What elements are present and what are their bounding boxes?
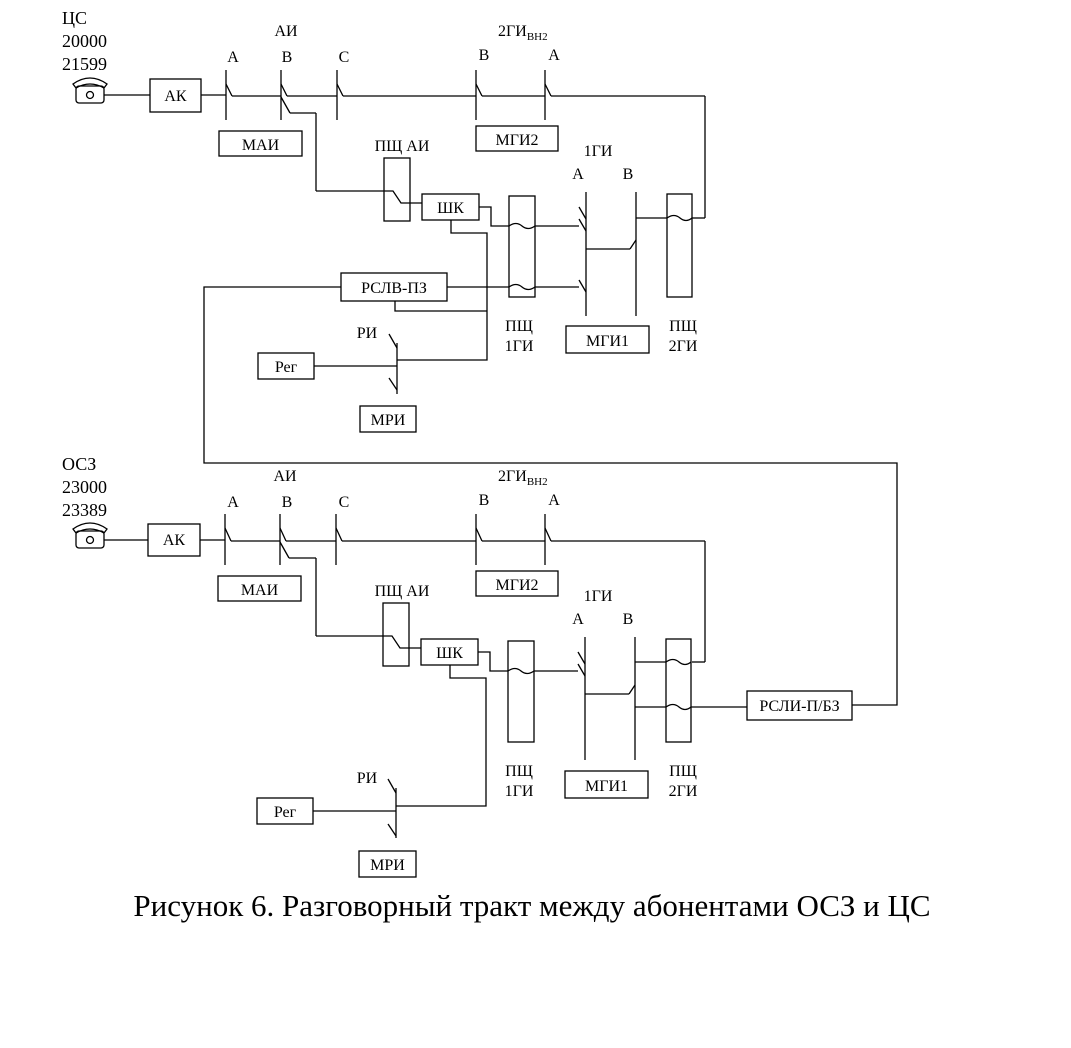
ri-label: РИ (357, 325, 378, 342)
pshch-1gi-label-2: 1ГИ (505, 783, 534, 800)
reg-label: Рег (275, 359, 298, 376)
mai-box (217, 575, 302, 602)
gi2-title: 2ГИВН2 (498, 468, 548, 488)
pshch-1gi-label-1: ПЩ (505, 763, 533, 780)
pshch-1gi-box (507, 640, 535, 743)
pshch-ai-label: ПЩ АИ (375, 138, 430, 155)
gi1-step-a: А (572, 611, 584, 628)
pshch-2gi-label-2: 2ГИ (669, 338, 698, 355)
gi2-step-a: А (548, 492, 560, 509)
pshch-ai-box (383, 157, 411, 222)
mgi2-box (475, 125, 559, 152)
ak-label: АК (163, 532, 186, 549)
pshch-1gi-label-2: 1ГИ (505, 338, 534, 355)
ai-title: АИ (274, 23, 298, 40)
pshch-ai-box (382, 602, 410, 667)
mri-box (359, 405, 417, 433)
gi1-step-b: В (623, 166, 634, 183)
shk-label: ШК (437, 200, 464, 217)
ai-title: АИ (273, 468, 297, 485)
pshch-1gi-label-1: ПЩ (505, 318, 533, 335)
mgi2-label: МГИ2 (495, 132, 538, 149)
ai-step-b: В (282, 494, 293, 511)
mgi1-label: МГИ1 (585, 778, 628, 795)
gi1-step-b: В (623, 611, 634, 628)
figure-caption: Рисунок 6. Разговорный тракт между абоне… (133, 888, 930, 923)
pshch-ai-label: ПЩ АИ (375, 583, 430, 600)
gi1-title: 1ГИ (584, 588, 613, 605)
gi2-step-a: А (548, 47, 560, 64)
ai-step-c: С (339, 494, 350, 511)
telephone-icon (72, 77, 108, 104)
gi2-step-b: В (479, 47, 490, 64)
ai-step-c: С (339, 49, 350, 66)
reg-label: Рег (274, 804, 297, 821)
rslv-box (340, 272, 448, 302)
mri-label: МРИ (371, 412, 406, 429)
mai-label: МАИ (241, 582, 279, 599)
station-bottom: ОСЗ 23000 23389 АК АИ А В С МАИ 2ГИВН2 В… (62, 454, 853, 878)
rsli-label: РСЛИ-П/БЗ (759, 698, 839, 715)
pshch-2gi-label-1: ПЩ (669, 318, 697, 335)
reg-box (257, 352, 315, 380)
mgi1-box (564, 770, 649, 799)
ai-step-a: А (227, 494, 239, 511)
mai-label: МАИ (242, 137, 280, 154)
station-top-name: ЦС (62, 8, 87, 28)
station-bottom-range-to: 23389 (62, 500, 107, 520)
gi2-step-b: В (479, 492, 490, 509)
shk-box (420, 638, 479, 666)
rsli-box (746, 690, 853, 721)
shk-label: ШК (436, 645, 463, 662)
ri-label: РИ (357, 770, 378, 787)
ai-step-a: А (227, 49, 239, 66)
station-top: ЦС 20000 21599 АК АИ А В С (62, 8, 898, 706)
gi1-title: 1ГИ (584, 143, 613, 160)
ak-label: АК (164, 88, 187, 105)
mgi1-label: МГИ1 (586, 333, 629, 350)
rslv-label: РСЛВ-ПЗ (361, 280, 427, 297)
mgi2-label: МГИ2 (495, 577, 538, 594)
pshch-2gi-box (666, 193, 693, 298)
station-top-range-from: 20000 (62, 31, 107, 51)
pshch-2gi-box (665, 638, 692, 743)
pshch-2gi-label-1: ПЩ (669, 763, 697, 780)
ai-step-b: В (282, 49, 293, 66)
station-bottom-range-from: 23000 (62, 477, 107, 497)
reg-box (256, 797, 314, 825)
mai-box (218, 130, 303, 157)
mgi1-box (565, 325, 650, 354)
pshch-1gi-box (508, 195, 536, 298)
pshch-2gi-label-2: 2ГИ (669, 783, 698, 800)
mri-label: МРИ (370, 857, 405, 874)
gi2-title: 2ГИВН2 (498, 23, 548, 43)
station-bottom-name: ОСЗ (62, 454, 96, 474)
station-top-range-to: 21599 (62, 54, 107, 74)
mri-box (358, 850, 417, 878)
gi1-step-a: А (572, 166, 584, 183)
telephone-icon (72, 522, 108, 549)
mgi2-box (475, 570, 559, 597)
